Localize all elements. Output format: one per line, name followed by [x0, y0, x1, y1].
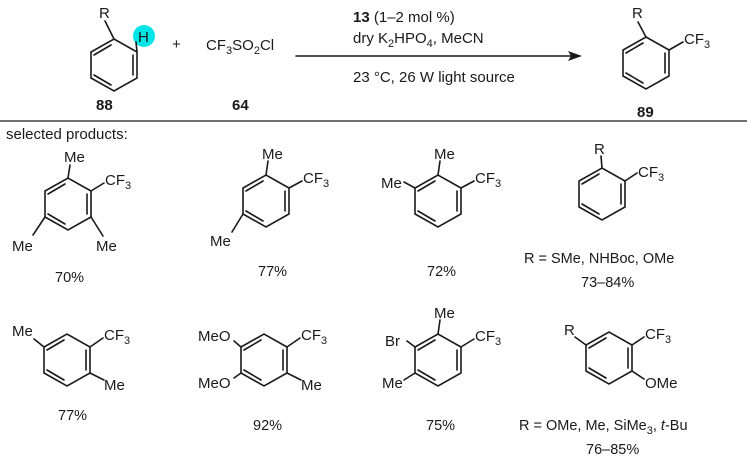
- product-2-yield: 77%: [258, 264, 287, 280]
- highlighted-hydrogen: H: [138, 29, 149, 46]
- hydrogen-highlight: [133, 25, 155, 47]
- product-8-yield: 76–85%: [586, 442, 639, 458]
- compound-number-89: 89: [637, 104, 654, 121]
- arrow-head-icon: [568, 51, 582, 61]
- product-5-structure: CF3 Me Me: [12, 323, 130, 394]
- svg-text:CF3: CF3: [105, 172, 131, 192]
- reactant-substituent: R: [99, 5, 110, 22]
- svg-text:CF3: CF3: [638, 164, 664, 184]
- svg-text:MeO: MeO: [198, 328, 231, 345]
- svg-text:R: R: [564, 322, 575, 339]
- svg-text:R: R: [594, 141, 605, 158]
- conditions-line-1: 13 (1–2 mol %): [353, 9, 455, 26]
- compound-number-88: 88: [96, 97, 113, 114]
- product-5-yield: 77%: [58, 408, 87, 424]
- svg-text:Br: Br: [385, 333, 400, 350]
- svg-text:Me: Me: [434, 146, 455, 163]
- svg-text:Me: Me: [434, 305, 455, 322]
- compound-number-64: 64: [232, 97, 249, 114]
- svg-text:CF3: CF3: [301, 327, 327, 347]
- svg-text:CF3: CF3: [645, 326, 671, 346]
- product-3-yield: 72%: [427, 264, 456, 280]
- product-4-note: R = SMe, NHBoc, OMe: [524, 251, 674, 267]
- product-4-structure: R CF3: [578, 141, 664, 221]
- svg-text:CF3: CF3: [475, 328, 501, 348]
- product-6-yield: 92%: [253, 418, 282, 434]
- svg-text:CF3: CF3: [303, 170, 329, 190]
- svg-text:CF3: CF3: [475, 170, 501, 190]
- svg-text:Me: Me: [12, 323, 33, 340]
- product-6-structure: CF3 Me MeO MeO: [198, 327, 327, 394]
- product-89-structure: R CF3: [622, 5, 710, 90]
- svg-text:Me: Me: [64, 149, 85, 166]
- product-substituent: R: [632, 5, 643, 22]
- reactant-88-structure: R H: [90, 5, 155, 92]
- section-title: selected products:: [6, 126, 128, 143]
- product-8-note: R = OMe, Me, SiMe3, t-Bu: [519, 418, 688, 437]
- svg-text:Me: Me: [382, 375, 403, 392]
- svg-text:OMe: OMe: [645, 375, 678, 392]
- svg-text:Me: Me: [96, 238, 117, 255]
- plus-sign: +: [172, 36, 181, 53]
- svg-text:CF3: CF3: [104, 327, 130, 347]
- product-8-structure: CF3 OMe R: [564, 322, 678, 392]
- conditions-line-3: 23 °C, 26 W light source: [353, 69, 515, 86]
- svg-text:Me: Me: [301, 377, 322, 394]
- svg-text:Me: Me: [210, 233, 231, 250]
- product-2-structure: Me CF3 Me: [210, 146, 329, 250]
- svg-text:Me: Me: [104, 377, 125, 394]
- reagent-formula: CF3SO2Cl: [206, 37, 274, 57]
- product-1-yield: 70%: [55, 270, 84, 286]
- product-4-yield: 73–84%: [581, 275, 634, 291]
- svg-text:MeO: MeO: [198, 375, 231, 392]
- conditions-line-2: dry K2HPO4, MeCN: [353, 30, 484, 50]
- svg-text:Me: Me: [262, 146, 283, 163]
- product-1-structure: Me CF3 Me Me: [12, 149, 131, 255]
- product-3-structure: Me CF3 Me: [381, 146, 501, 228]
- svg-text:Me: Me: [12, 238, 33, 255]
- svg-text:Me: Me: [381, 175, 402, 192]
- product-7-structure: Me CF3 Br Me: [382, 305, 501, 392]
- product-7-yield: 75%: [426, 418, 455, 434]
- product-cf3: CF3: [684, 31, 710, 51]
